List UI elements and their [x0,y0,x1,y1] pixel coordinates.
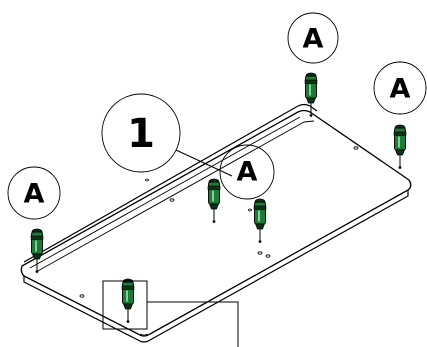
callout-leaders [175,149,233,177]
hardware-callout: A [287,12,339,64]
part-callout: 1 [101,93,181,173]
detail-box [102,280,239,347]
hardware-label: A [390,74,411,105]
hardware-callout: A [7,166,61,220]
hardware-label: A [303,24,324,55]
shelf-panel [20,103,412,343]
part-number-label: 1 [127,111,155,157]
hardware-callout: A [219,144,275,200]
cam-bolt-icon [393,124,407,170]
hardware-label: A [24,179,45,210]
panel-holes [79,146,359,298]
hardware-label: A [237,157,258,188]
hardware-callout: A [373,61,427,115]
